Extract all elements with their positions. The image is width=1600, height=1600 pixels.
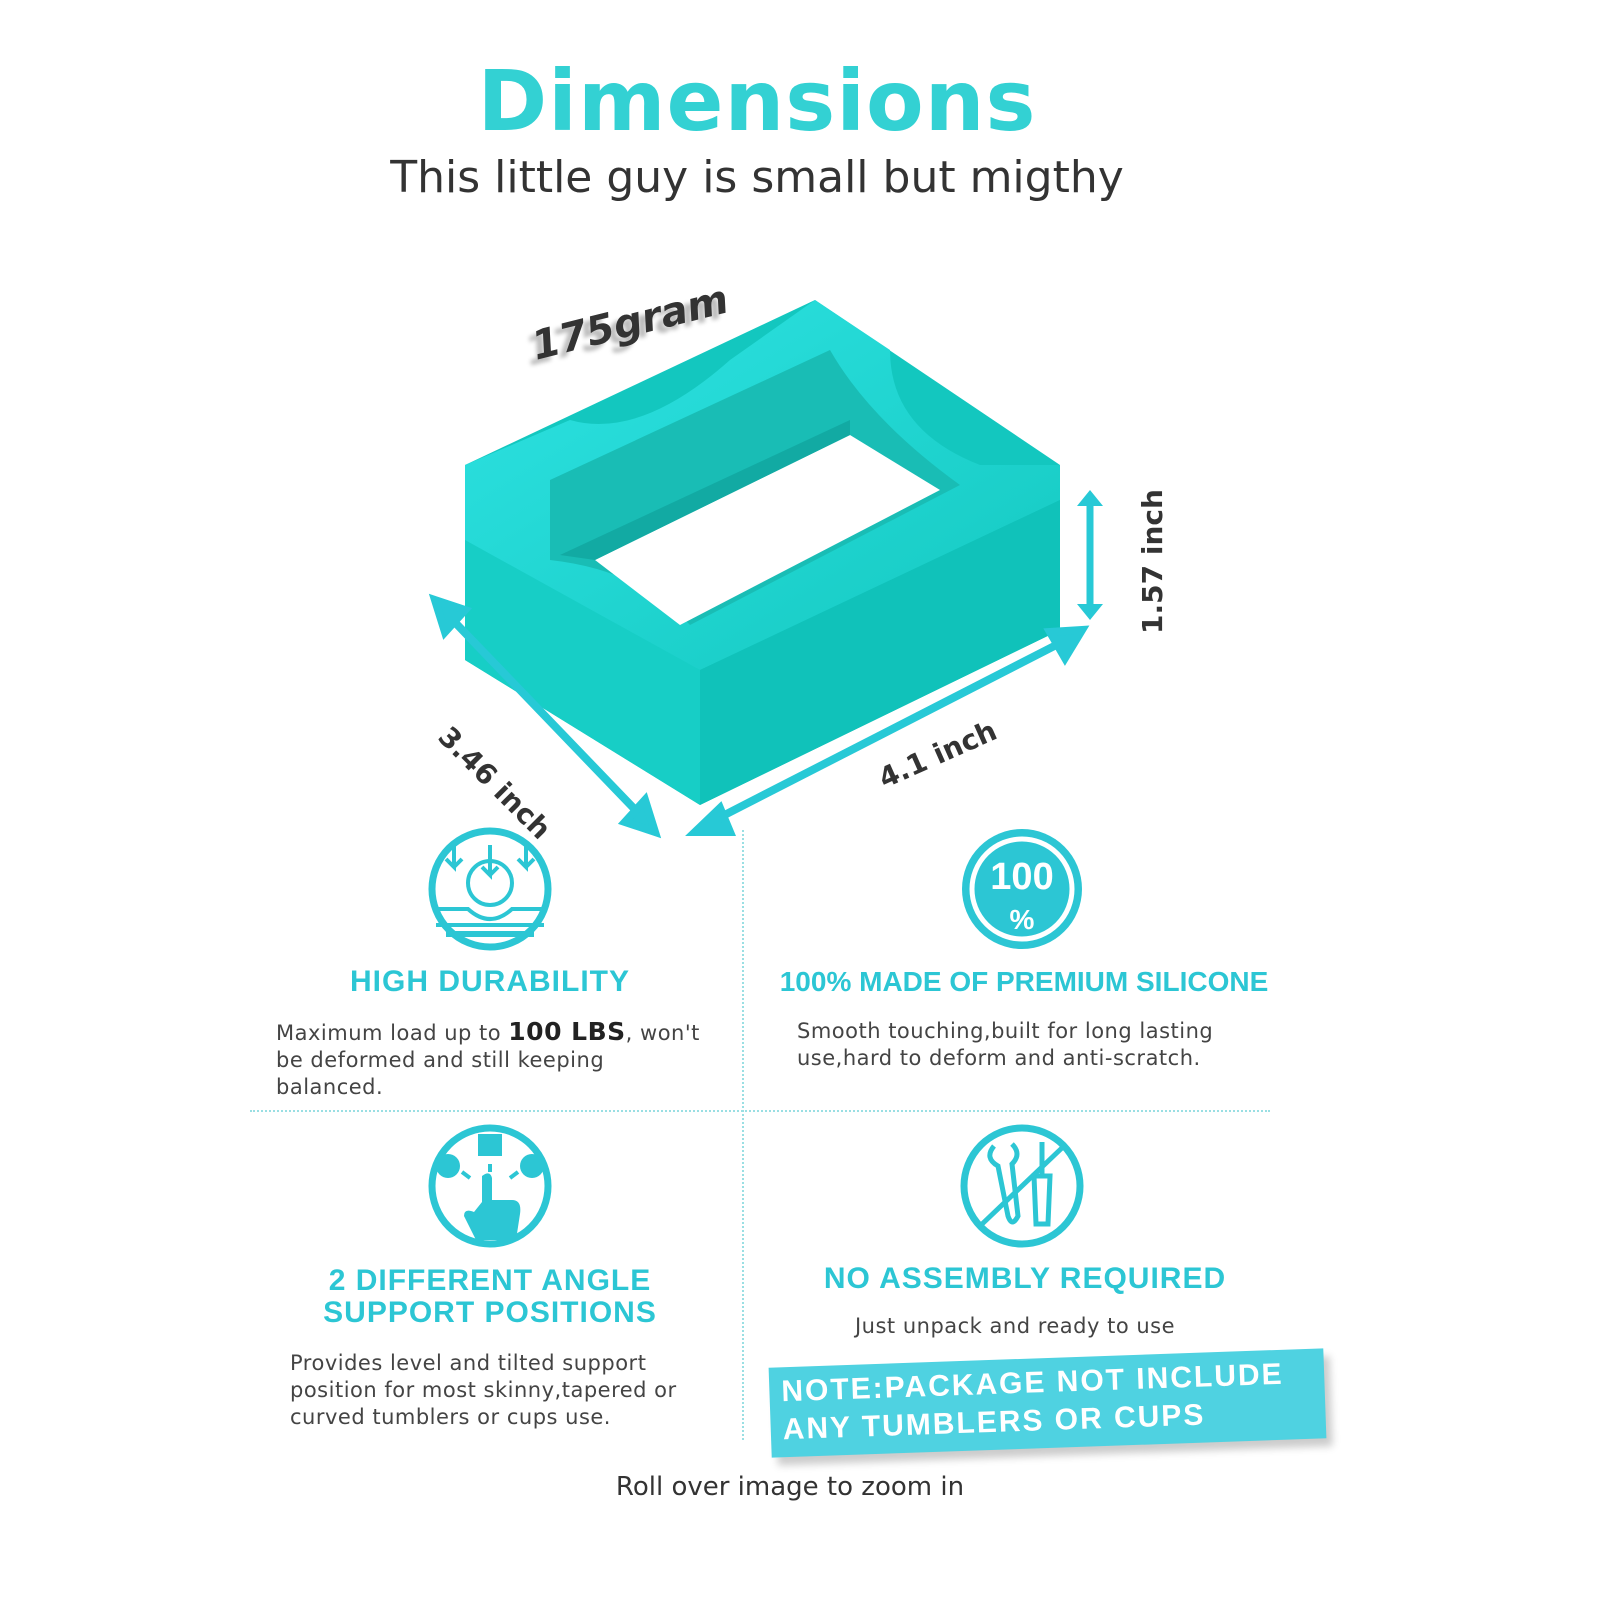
divider-vertical — [742, 830, 744, 1440]
text: , won't be deformed and still keeping ba… — [276, 1021, 700, 1099]
icon-subtext: % — [1010, 904, 1035, 935]
feature-title: 100% MADE OF PREMIUM SILICONE — [779, 966, 1269, 997]
feature-description: Maximum load up to 100 LBS, won't be def… — [276, 1018, 716, 1101]
page-title: Dimensions — [477, 52, 1037, 150]
title-line: 2 DIFFERENT ANGLE — [328, 1264, 652, 1297]
icon-text: 100 — [990, 856, 1053, 898]
feature-title: NO ASSEMBLY REQUIRED — [823, 1262, 1227, 1295]
divider-horizontal — [250, 1110, 1270, 1112]
dimension-arrows — [428, 593, 1090, 839]
feature-title: HIGH DURABILITY — [350, 965, 630, 998]
product-image — [465, 300, 1060, 805]
feature-description: Smooth touching,built for long lasting u… — [797, 1019, 1214, 1070]
title-line: SUPPORT POSITIONS — [323, 1296, 657, 1329]
height-arrow — [1077, 490, 1103, 620]
feature-description: Provides level and tilted support positi… — [290, 1351, 677, 1429]
text: Maximum load up to — [276, 1021, 509, 1045]
note-banner: NOTE:PACKAGE NOT INCLUDE ANY TUMBLERS OR… — [768, 1348, 1327, 1458]
zoom-hint: Roll over image to zoom in — [615, 1472, 965, 1502]
angle-positions-icon — [428, 1124, 552, 1248]
page-subtitle: This little guy is small but migthy — [390, 152, 1124, 203]
no-tools-icon — [960, 1124, 1084, 1248]
feature-description: Just unpack and ready to use — [854, 1314, 1176, 1338]
height-label: 1.57 inch — [1135, 489, 1169, 634]
text-bold: 100 LBS — [508, 1017, 626, 1046]
100-percent-icon: 100 % — [962, 829, 1082, 949]
pressure-durability-icon — [428, 827, 552, 951]
